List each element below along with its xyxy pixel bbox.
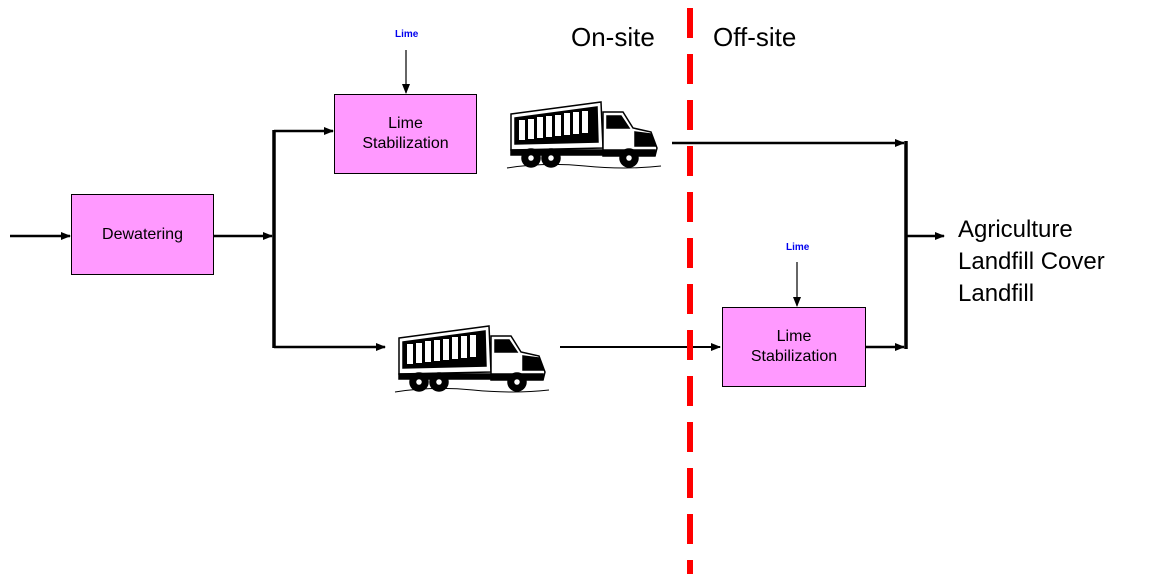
off-site-label: Off-site (713, 22, 797, 52)
destination-landfill: Landfill (958, 280, 1035, 307)
dump-truck-icon (506, 101, 662, 169)
destination-list: Agriculture Landfill Cover Landfill (958, 214, 1105, 310)
on-site-label: On-site (571, 22, 655, 52)
lime-stabilization-onsite-box: Lime Stabilization (334, 94, 477, 174)
lime-stabilization-onsite-line1: Lime (388, 115, 423, 132)
dump-truck-icon (394, 325, 550, 393)
lime-stabilization-offsite-line2: Stabilization (750, 348, 838, 365)
dewatering-label: Dewatering (102, 225, 183, 243)
lime-stabilization-offsite-line1: Lime (776, 328, 812, 345)
destination-agriculture: Agriculture (958, 216, 1073, 243)
lime-stabilization-offsite-box: Lime Stabilization (722, 307, 866, 387)
destination-landfill-cover: Landfill Cover (958, 248, 1105, 275)
lime-input-label-offsite: Lime (786, 242, 810, 253)
lime-input-label-onsite: Lime (395, 29, 419, 40)
dewatering-box: Dewatering (71, 194, 214, 275)
lime-stabilization-onsite-line2: Stabilization (362, 135, 449, 152)
